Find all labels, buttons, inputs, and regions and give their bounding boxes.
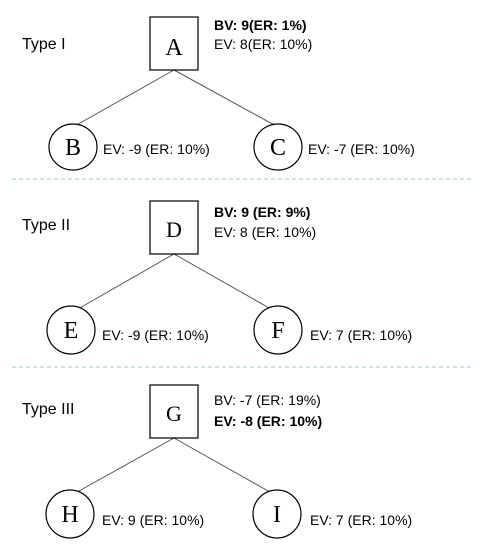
root-node-box bbox=[149, 16, 199, 71]
child-node-label: EV: -9 (ER: 10%) bbox=[102, 327, 209, 343]
root-value-line-2: EV: 8(ER: 10%) bbox=[214, 36, 312, 52]
root-value-line-2: EV: -8 (ER: 10%) bbox=[214, 413, 322, 429]
type-label: Type III bbox=[22, 401, 74, 418]
tree-section-type-ii: Type II D BV: 9 (ER: 9%) EV: 8 (ER: 10%)… bbox=[22, 200, 412, 355]
type-label: Type I bbox=[22, 36, 66, 53]
root-node-box bbox=[149, 200, 199, 255]
child-node-letter: F bbox=[271, 318, 284, 344]
tree-edge bbox=[70, 253, 175, 314]
child-node-circle bbox=[252, 489, 302, 539]
root-node-box bbox=[149, 384, 199, 439]
child-node-letter: E bbox=[64, 318, 79, 344]
child-node-circle bbox=[45, 489, 95, 539]
root-value-line-1: BV: 9 (ER: 9%) bbox=[214, 204, 310, 220]
root-value-line-2: EV: 8 (ER: 10%) bbox=[214, 224, 316, 240]
tree-edge bbox=[173, 437, 278, 497]
tree-edge bbox=[69, 437, 175, 497]
root-value-line-1: BV: -7 (ER: 19%) bbox=[214, 392, 321, 408]
child-node-letter: C bbox=[270, 135, 286, 161]
type-label: Type II bbox=[22, 217, 70, 234]
root-value-line-1: BV: 9(ER: 1%) bbox=[214, 17, 307, 33]
tree-edge bbox=[173, 253, 279, 314]
root-node-letter: G bbox=[166, 401, 182, 426]
child-node-letter: B bbox=[65, 135, 81, 161]
child-node-label: EV: 7 (ER: 10%) bbox=[310, 327, 412, 343]
child-node-letter: I bbox=[273, 502, 281, 528]
tree-edge bbox=[72, 69, 175, 128]
child-node-circle bbox=[48, 123, 98, 171]
child-node-label: EV: 7 (ER: 10%) bbox=[310, 512, 412, 528]
child-node-label: EV: -9 (ER: 10%) bbox=[103, 141, 210, 157]
child-node-circle bbox=[253, 305, 303, 355]
tree-edge bbox=[173, 69, 279, 128]
tree-section-type-iii: Type III G BV: -7 (ER: 19%) EV: -8 (ER: … bbox=[22, 384, 412, 539]
child-node-circle bbox=[46, 305, 96, 355]
child-node-label: EV: 9 (ER: 10%) bbox=[102, 512, 204, 528]
root-node-letter: D bbox=[166, 217, 182, 242]
child-node-circle bbox=[253, 123, 303, 171]
child-node-letter: H bbox=[61, 502, 78, 528]
root-node-letter: A bbox=[165, 35, 183, 61]
child-node-label: EV: -7 (ER: 10%) bbox=[308, 141, 415, 157]
tree-section-type-i: Type I A BV: 9(ER: 1%) EV: 8(ER: 10%) B … bbox=[22, 16, 415, 171]
